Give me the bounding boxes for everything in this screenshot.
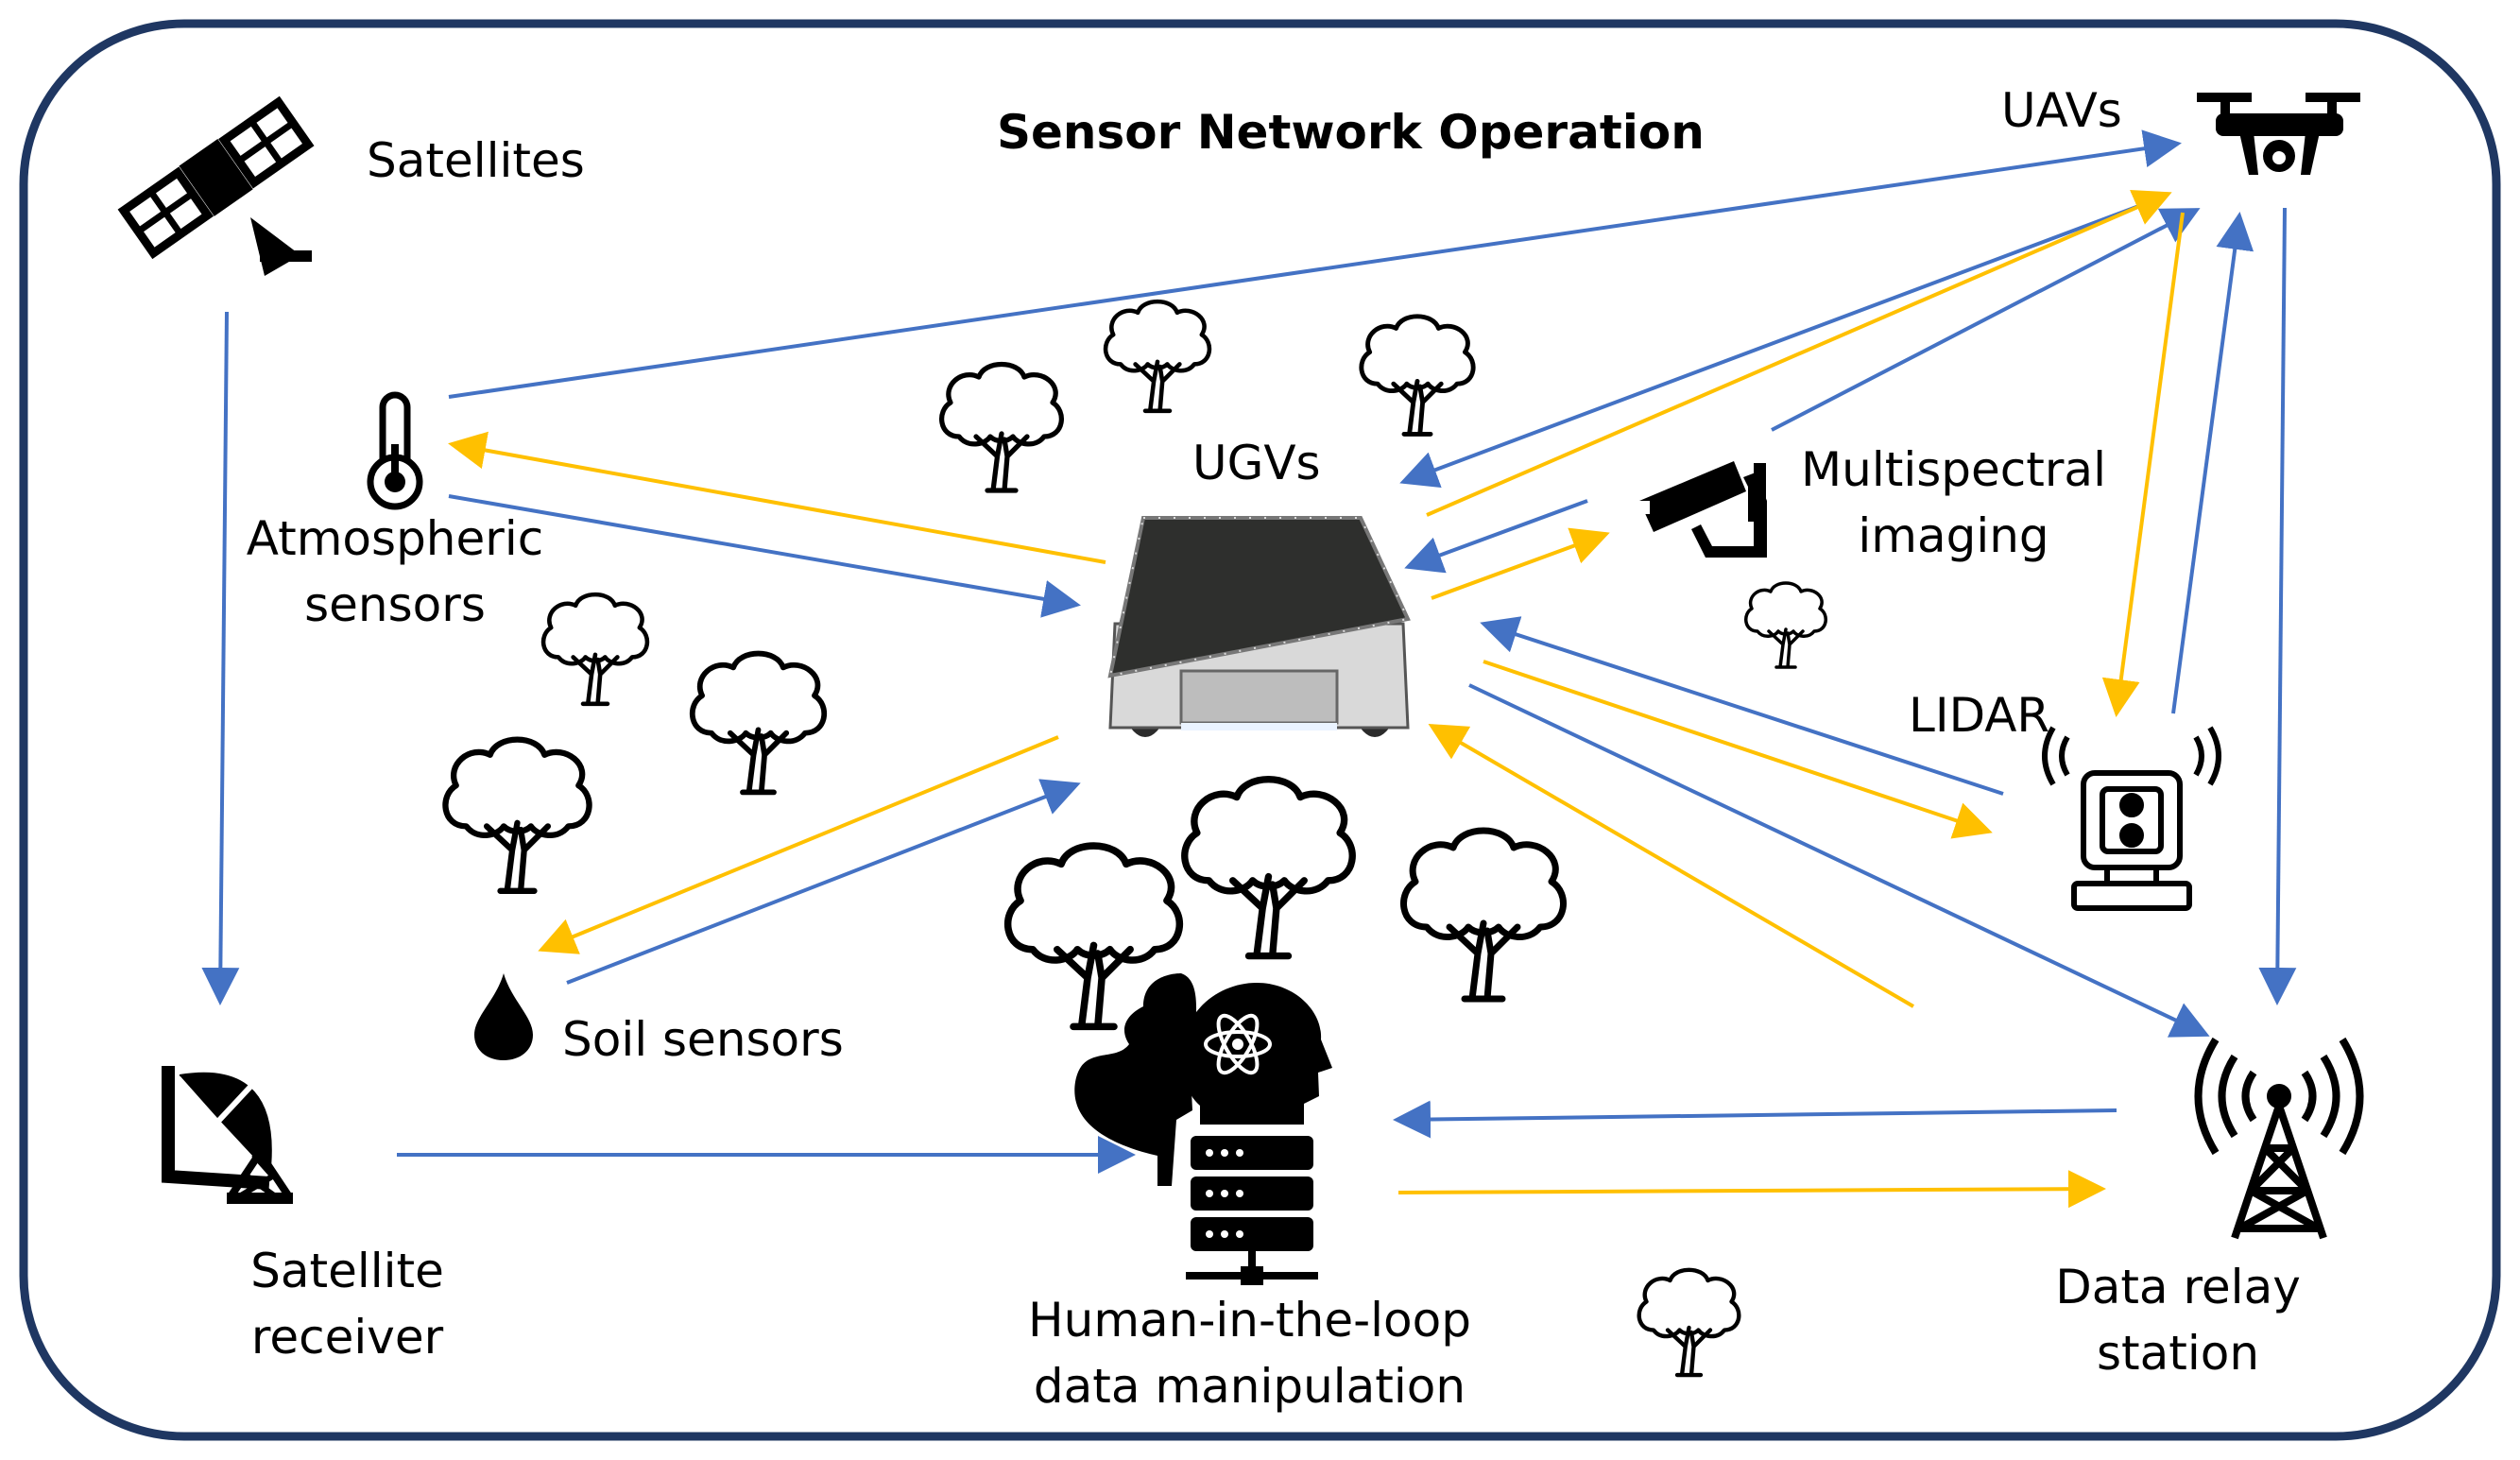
tree-icon — [1106, 301, 1209, 411]
arrow-satellites-to-receiver — [201, 311, 240, 1005]
human-label-line-1: Human-in-the-loop — [1028, 1293, 1471, 1348]
data-relay-station-label: Data relay station — [2036, 1254, 2320, 1386]
satellite-dish-icon — [162, 1066, 293, 1204]
thermometer-icon — [367, 391, 423, 510]
tree-icon — [1404, 831, 1564, 999]
arrow-uavs-to-relay — [2258, 207, 2297, 1005]
arrow-uavs-to-ugv — [1399, 197, 2160, 489]
tree-icon — [445, 740, 589, 891]
receiver-label-line-1: Satellite — [250, 1244, 444, 1298]
arrow-ugv-to-soil — [538, 735, 1059, 954]
tree-icon — [693, 654, 824, 793]
multispectral-imaging-label: Multispectral imaging — [1791, 437, 2117, 569]
ugv-robot-image — [1107, 516, 1411, 737]
lidar-label: LIDAR — [1909, 688, 2050, 743]
satellites-label: Satellites — [367, 133, 585, 188]
arrow-atmospheric-to-uavs — [448, 129, 2182, 399]
multispectral-label-line-1: Multispectral — [1801, 442, 2106, 497]
ugvs-label: UGVs — [1192, 436, 1321, 490]
tree-icon — [1185, 780, 1352, 956]
atmospheric-sensors-label: Atmospheric sensors — [244, 506, 546, 638]
drone-icon — [2197, 93, 2360, 175]
arrow-relay-to-human — [1393, 1100, 2117, 1139]
tree-icon — [1743, 581, 1828, 669]
tree-icon — [543, 594, 647, 704]
relay-label-line-2: station — [2096, 1326, 2260, 1381]
human-label-line-2: data manipulation — [1033, 1359, 1466, 1414]
arrow-lidar-to-ugv — [1480, 616, 2004, 796]
arrow-soil-to-ugv — [566, 779, 1081, 985]
arrow-ugv-to-multispectral — [1431, 527, 1610, 600]
satellite-receiver-label: Satellite receiver — [217, 1238, 477, 1370]
relay-label-line-1: Data relay — [2055, 1260, 2301, 1314]
diagram-title: Sensor Network Operation — [997, 105, 1705, 160]
receiver-label-line-2: receiver — [250, 1310, 444, 1365]
trees — [445, 301, 1828, 1375]
human-server-icon — [1074, 973, 1332, 1285]
atmospheric-label-line-1: Atmospheric — [246, 511, 544, 566]
arrow-lidar-to-uavs — [2171, 212, 2254, 714]
camera-icon — [1637, 461, 1767, 558]
uavs-label: UAVs — [2001, 83, 2122, 138]
arrow-human-to-relay — [1397, 1170, 2106, 1209]
atmospheric-label-line-2: sensors — [304, 577, 486, 632]
water-drop-icon — [474, 973, 533, 1060]
arrow-atmospheric-to-ugv — [448, 494, 1081, 618]
arrow-ugv-to-uavs — [1426, 189, 2172, 517]
diagram-frame — [19, 19, 2501, 1441]
soil-sensors-label: Soil sensors — [562, 1012, 844, 1067]
multispectral-label-line-2: imaging — [1858, 508, 2049, 563]
lidar-icon — [2042, 726, 2221, 911]
arrow-multispectral-to-ugv — [1404, 499, 1588, 574]
arrow-uavs-to-lidar — [2101, 212, 2185, 717]
human-in-the-loop-label: Human-in-the-loop data manipulation — [1002, 1287, 1498, 1419]
radio-tower-icon — [2194, 1037, 2364, 1240]
arrow-ugv-to-relay — [1468, 683, 2210, 1038]
satellite-icon — [117, 95, 315, 276]
arrow-ugv-to-atmospheric — [448, 431, 1106, 564]
connection-arrows — [201, 129, 2297, 1209]
arrow-ugv-to-lidar — [1483, 660, 1993, 839]
arrow-multispectral-to-uavs — [1771, 208, 2201, 432]
tree-icon — [1639, 1270, 1740, 1375]
tree-icon — [1362, 317, 1473, 435]
arrow-human-to-ugv — [1428, 723, 1915, 1008]
tree-icon — [942, 365, 1062, 491]
